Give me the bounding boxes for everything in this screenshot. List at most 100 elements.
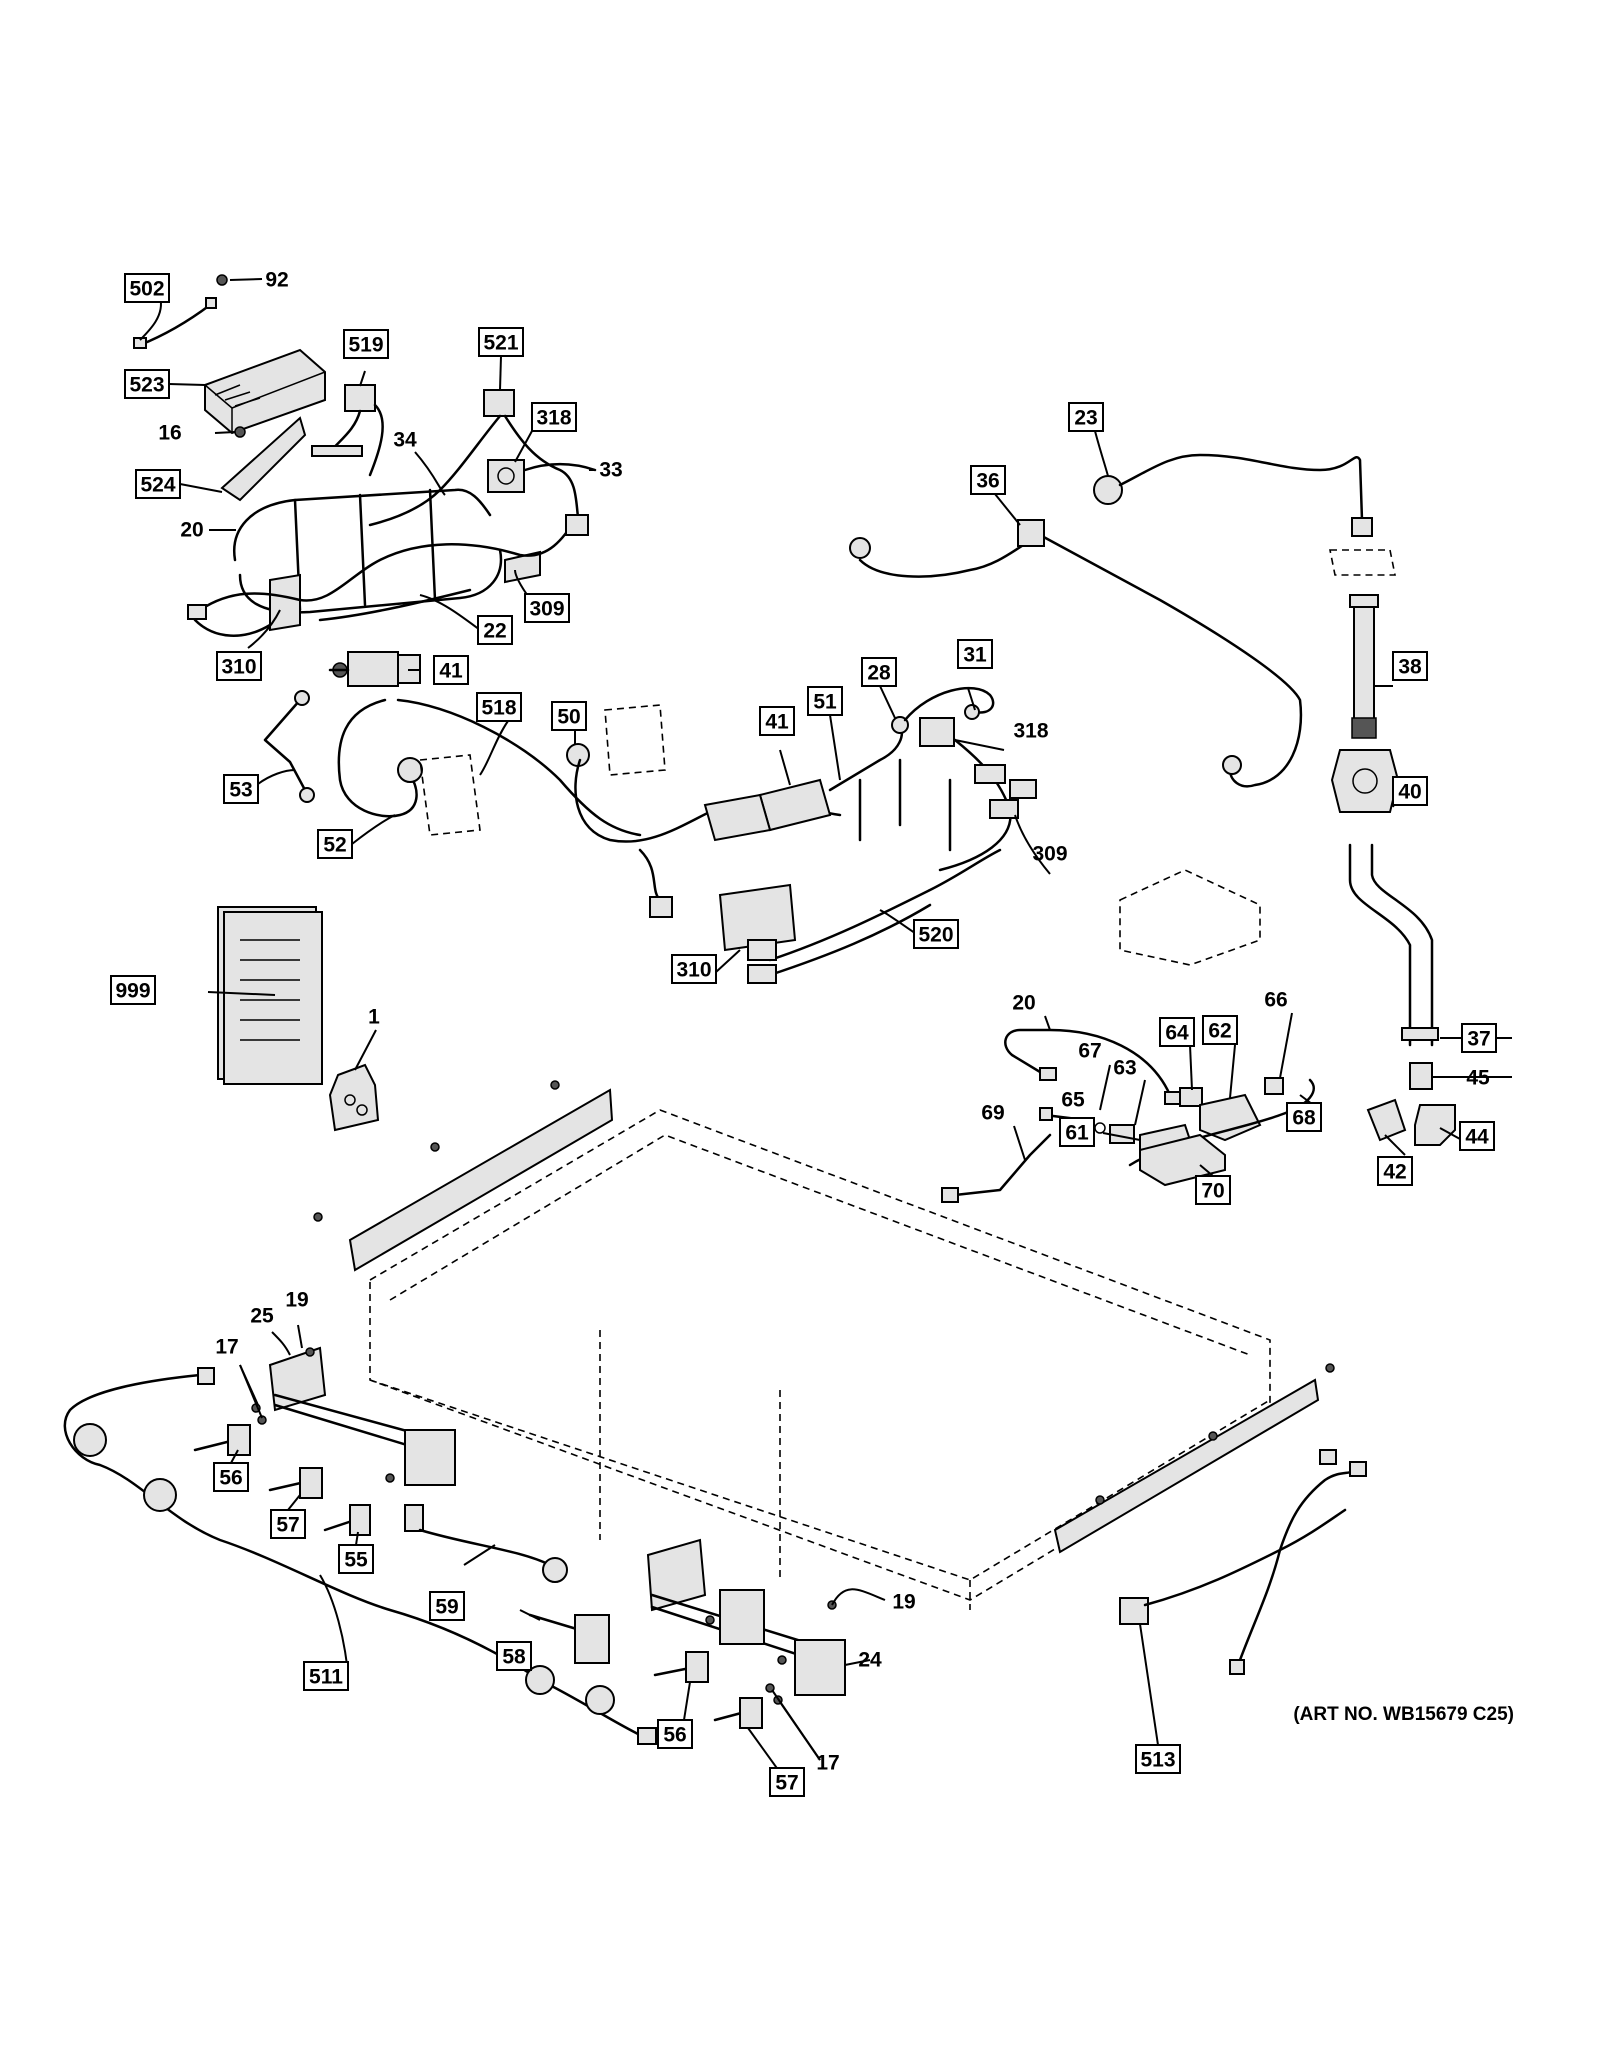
callout-56: 56: [213, 1462, 249, 1492]
svg-text:28: 28: [867, 662, 891, 685]
svg-text:70: 70: [1201, 1180, 1224, 1203]
svg-text:66: 66: [1264, 989, 1287, 1012]
middle-wiring-assembly: [263, 686, 1261, 984]
svg-text:22: 22: [483, 620, 506, 643]
callouts: 502 92 523 519 521 16 318 34 33 524 20 3…: [110, 269, 1497, 1797]
svg-text:520: 520: [918, 924, 953, 947]
svg-text:42: 42: [1383, 1161, 1406, 1184]
svg-text:41: 41: [765, 711, 789, 734]
callout-519: 519: [343, 329, 389, 359]
callout-318: 318: [531, 402, 577, 432]
svg-text:524: 524: [140, 474, 175, 497]
upper-wiring-assembly: [133, 274, 597, 687]
callout-309: 309: [1032, 843, 1067, 866]
svg-text:51: 51: [813, 691, 837, 714]
svg-text:519: 519: [348, 334, 383, 357]
callout-41: 41: [433, 655, 469, 685]
leader-lines: [139, 278, 1512, 1797]
callout-38: 38: [1392, 651, 1428, 681]
callout-17: 17: [816, 1752, 839, 1775]
svg-text:56: 56: [219, 1467, 242, 1490]
callout-58: 58: [496, 1641, 532, 1671]
burner-valve-manifold-left: [63, 1346, 657, 1745]
svg-text:50: 50: [557, 706, 580, 729]
svg-text:53: 53: [229, 779, 252, 802]
callout-520: 520: [913, 919, 959, 949]
svg-text:92: 92: [265, 269, 288, 292]
callout-65: 65: [1061, 1089, 1085, 1112]
callout-34: 34: [393, 429, 417, 452]
svg-text:45: 45: [1466, 1067, 1490, 1090]
callout-518: 518: [476, 692, 522, 722]
callout-45: 45: [1466, 1067, 1490, 1090]
callout-44: 44: [1459, 1121, 1495, 1151]
callout-61: 61: [1059, 1117, 1095, 1147]
callout-309: 309: [524, 593, 570, 623]
svg-text:23: 23: [1074, 407, 1097, 430]
callout-310: 310: [671, 954, 717, 984]
svg-text:17: 17: [215, 1336, 238, 1359]
callout-318: 318: [1013, 720, 1048, 743]
callout-53: 53: [223, 774, 259, 804]
art-number-label: (ART NO. WB15679 C25): [1293, 1704, 1514, 1725]
callout-20: 20: [180, 519, 203, 542]
svg-text:67: 67: [1078, 1040, 1101, 1063]
callout-502: 502: [124, 273, 170, 303]
callout-33: 33: [599, 459, 622, 482]
callout-57: 57: [769, 1767, 805, 1797]
svg-text:34: 34: [393, 429, 417, 452]
svg-text:52: 52: [323, 834, 346, 857]
cooktop-chassis: [313, 1080, 1335, 1610]
svg-text:37: 37: [1467, 1028, 1490, 1051]
svg-text:521: 521: [483, 332, 518, 355]
svg-text:16: 16: [158, 422, 181, 445]
valve-fittings-group: [941, 1028, 1315, 1203]
callout-521: 521: [478, 327, 524, 357]
callout-50: 50: [551, 701, 587, 731]
svg-text:57: 57: [775, 1772, 798, 1795]
svg-text:309: 309: [1032, 843, 1067, 866]
callout-310: 310: [216, 651, 262, 681]
callout-23: 23: [1068, 402, 1104, 432]
svg-text:518: 518: [481, 697, 516, 720]
callout-20: 20: [1012, 992, 1035, 1015]
callout-999: 999: [110, 975, 156, 1005]
svg-text:57: 57: [276, 1514, 299, 1537]
callout-37: 37: [1461, 1023, 1497, 1053]
svg-text:523: 523: [129, 374, 164, 397]
svg-text:999: 999: [115, 980, 150, 1003]
callout-36: 36: [970, 465, 1006, 495]
callout-19: 19: [285, 1289, 308, 1312]
callout-511: 511: [303, 1661, 349, 1691]
svg-text:19: 19: [892, 1591, 915, 1614]
svg-text:68: 68: [1292, 1107, 1316, 1130]
svg-text:44: 44: [1465, 1126, 1489, 1149]
callout-24: 24: [858, 1649, 882, 1672]
callout-17: 17: [215, 1336, 238, 1359]
svg-text:17: 17: [816, 1752, 839, 1775]
gas-supply-piping: [849, 453, 1456, 1146]
svg-text:310: 310: [676, 959, 711, 982]
callout-69: 69: [981, 1102, 1004, 1125]
svg-text:502: 502: [129, 278, 164, 301]
callout-68: 68: [1286, 1102, 1322, 1132]
svg-text:36: 36: [976, 470, 999, 493]
callout-57: 57: [270, 1509, 306, 1539]
svg-text:19: 19: [285, 1289, 308, 1312]
callout-31: 31: [957, 639, 993, 669]
callout-41: 41: [759, 706, 795, 736]
svg-text:65: 65: [1061, 1089, 1085, 1112]
callout-55: 55: [338, 1544, 374, 1574]
callout-40: 40: [1392, 776, 1428, 806]
callout-62: 62: [1202, 1015, 1238, 1045]
svg-text:31: 31: [963, 644, 987, 667]
svg-text:40: 40: [1398, 781, 1421, 804]
callout-28: 28: [861, 657, 897, 687]
callout-63: 63: [1113, 1057, 1136, 1080]
svg-text:56: 56: [663, 1724, 686, 1747]
burner-valve-manifold-right: [646, 1538, 846, 1729]
callout-92: 92: [265, 269, 288, 292]
svg-text:24: 24: [858, 1649, 882, 1672]
svg-text:318: 318: [1013, 720, 1048, 743]
